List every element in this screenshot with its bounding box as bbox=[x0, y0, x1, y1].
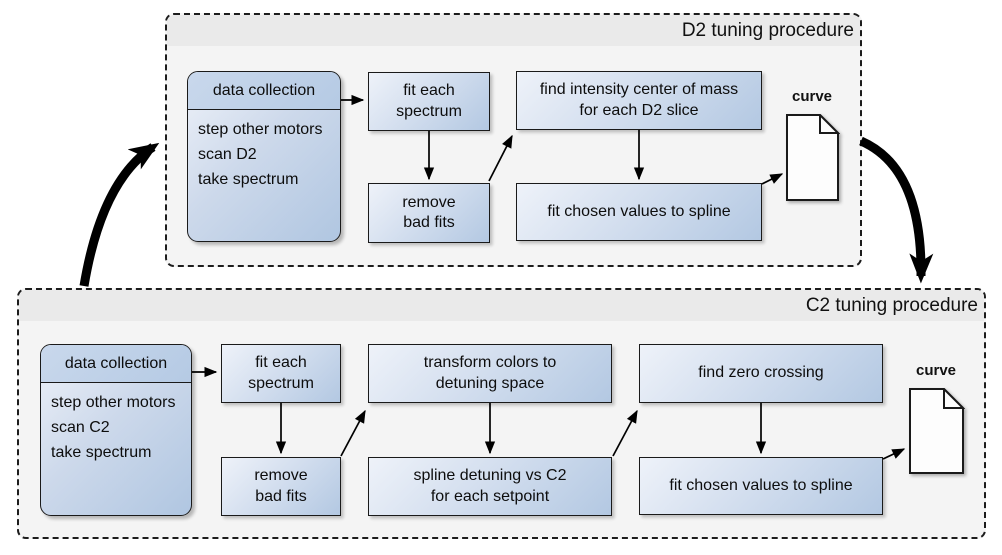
d2-step-remove-bad-fits: remove bad fits bbox=[368, 183, 490, 243]
c2-curve-document-icon bbox=[909, 388, 965, 474]
c2-curve-label: curve bbox=[915, 362, 957, 379]
d2-data-collection-box: data collection step other motors scan D… bbox=[187, 71, 341, 242]
d2-data-collection-body: step other motors scan D2 take spectrum bbox=[188, 110, 340, 199]
c2-step-fit-chosen-values: fit chosen values to spline bbox=[639, 457, 883, 515]
d2-curve-label: curve bbox=[791, 88, 833, 105]
d2-dc-line-3: take spectrum bbox=[198, 171, 299, 188]
d2-dc-line-2: scan D2 bbox=[198, 146, 257, 163]
c2-step-fit-each-spectrum: fit each spectrum bbox=[221, 344, 341, 403]
c2-dc-line-1: step other motors bbox=[51, 394, 176, 411]
c2-dc-line-2: scan C2 bbox=[51, 419, 110, 436]
c2-data-collection-header: data collection bbox=[41, 345, 191, 383]
d2-step-fit-each-spectrum: fit each spectrum bbox=[368, 72, 490, 131]
d2-step-fit-chosen-values: fit chosen values to spline bbox=[516, 183, 762, 241]
c2-step-spline-detuning: spline detuning vs C2 for each setpoint bbox=[368, 457, 612, 516]
c2-step-remove-bad-fits: remove bad fits bbox=[221, 457, 341, 516]
c2-step-transform-colors: transform colors to detuning space bbox=[368, 344, 612, 403]
c2-dc-line-3: take spectrum bbox=[51, 444, 152, 461]
c2-panel-title: C2 tuning procedure bbox=[805, 295, 978, 316]
d2-dc-line-1: step other motors bbox=[198, 121, 323, 138]
d2-panel-title: D2 tuning procedure bbox=[681, 20, 854, 41]
d2-step-find-intensity-center: find intensity center of mass for each D… bbox=[516, 71, 762, 130]
c2-step-find-zero-crossing: find zero crossing bbox=[639, 344, 883, 403]
c2-title-band bbox=[19, 290, 984, 321]
d2-curve-document-icon bbox=[786, 114, 840, 201]
d2-title-band bbox=[167, 15, 860, 46]
c2-data-collection-body: step other motors scan C2 take spectrum bbox=[41, 383, 191, 472]
c2-data-collection-box: data collection step other motors scan C… bbox=[40, 344, 192, 516]
d2-data-collection-header: data collection bbox=[188, 72, 340, 110]
